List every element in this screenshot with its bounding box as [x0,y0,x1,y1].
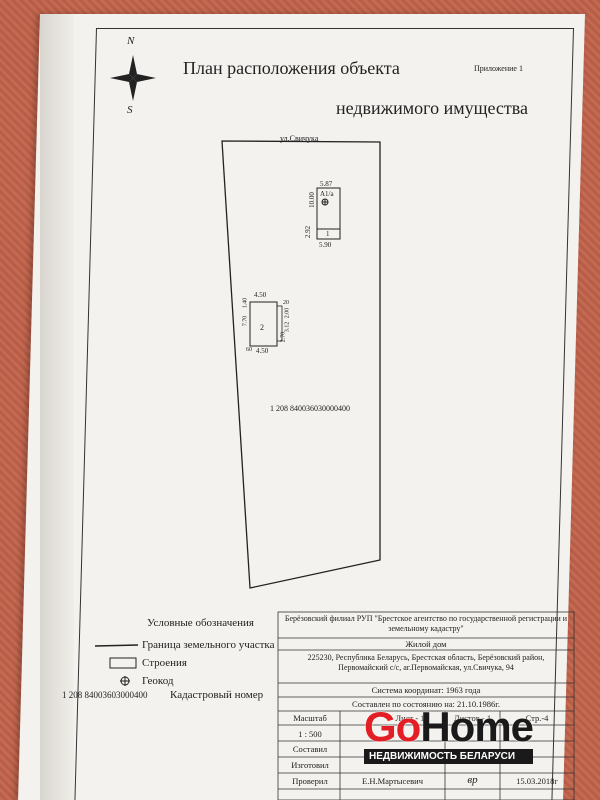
dim-a-low: 2.92 [304,225,313,239]
legend-cadastral-number: 1 208 84003603000400 [62,690,148,700]
stamp-composed-by: Составил [292,744,328,754]
stamp-sheets: Листов - 1 [453,713,492,723]
parcel-number: 1 208 840036030000400 [270,404,350,413]
compass-north: N [127,35,135,47]
stamp-checker-name: Е.Н.Мартысевич [362,776,423,786]
stamp-address: 225230, Республика Беларусь, Брестская о… [307,653,545,672]
page-title-line2: недвижимого имущества [336,98,528,118]
legend-buildings: Строения [142,657,187,669]
legend-geod: Геокод [142,675,174,687]
compass-south: S [127,104,133,116]
stamp-coords: Система координат: 1963 года [371,685,481,695]
appendix-label: Приложение 1 [474,64,523,73]
stamp-scale-label: Масштаб [293,713,327,723]
street-label: ул.Свичука [280,134,319,143]
legend-title: Условные обозначения [147,617,254,629]
stamp-object: Жилой дом [405,639,447,649]
dim-b-d5: 3.12 [284,321,291,333]
paper-fold [40,14,74,800]
building-a-num: 1 [326,230,330,238]
geod-symbol [120,676,130,686]
dim-b-d1: 1.40 [242,297,249,309]
dim-a-bottom: 5.90 [319,241,332,249]
building-b-label: 2 [260,323,264,332]
page-title-line1: План расположения объекта [183,58,400,78]
dim-b-d3: 20 [283,300,289,306]
dim-b-d2: 7.70 [242,315,249,327]
brand-home: Home [420,703,534,750]
stamp-table [277,611,575,800]
brand-tagline: НЕДВИЖИМОСТЬ БЕЛАРУСИ [364,749,534,764]
stamp-checked-by: Проверил [292,776,328,786]
dim-a-top: 5.87 [320,180,333,188]
stamp-sheet: Лист - 1 [395,713,425,723]
stamp-org: Берёзовский филиал РУП "Брестское агентс… [284,614,568,633]
gohome-watermark: GoHome НЕДВИЖИМОСТЬ БЕЛАРУСИ [364,706,534,764]
stamp-composed: Составлен по состоянию на: 21.10.1986г. [352,699,500,709]
stamp-made-by: Изготовил [291,760,329,770]
dim-a-left: 10.00 [307,192,316,208]
building-a-label: А1/а [320,190,334,198]
stamp-checked-date: 15.03.2018г [516,776,558,786]
stamp-page: Стр.-4 [525,713,549,723]
stamp-scale-value: 1 : 500 [298,729,322,739]
legend-boundary: Граница земельного участка [142,639,275,651]
stamp-signature: вр [467,774,478,786]
dim-b-d6: 2.70 [280,331,287,343]
parcel-boundary [221,140,381,589]
brand-go: Go [364,703,421,750]
dim-b-d4: 2.00 [284,307,291,319]
dim-b-d7: 60 [246,347,252,353]
dim-b-top: 4.50 [254,291,267,299]
boundary-line-symbol [94,644,139,647]
compass-icon [110,55,156,101]
legend-cadastral-label: Кадастровый номер [170,689,264,701]
building-symbol [109,657,137,669]
dim-b-bottom: 4.50 [256,347,269,355]
